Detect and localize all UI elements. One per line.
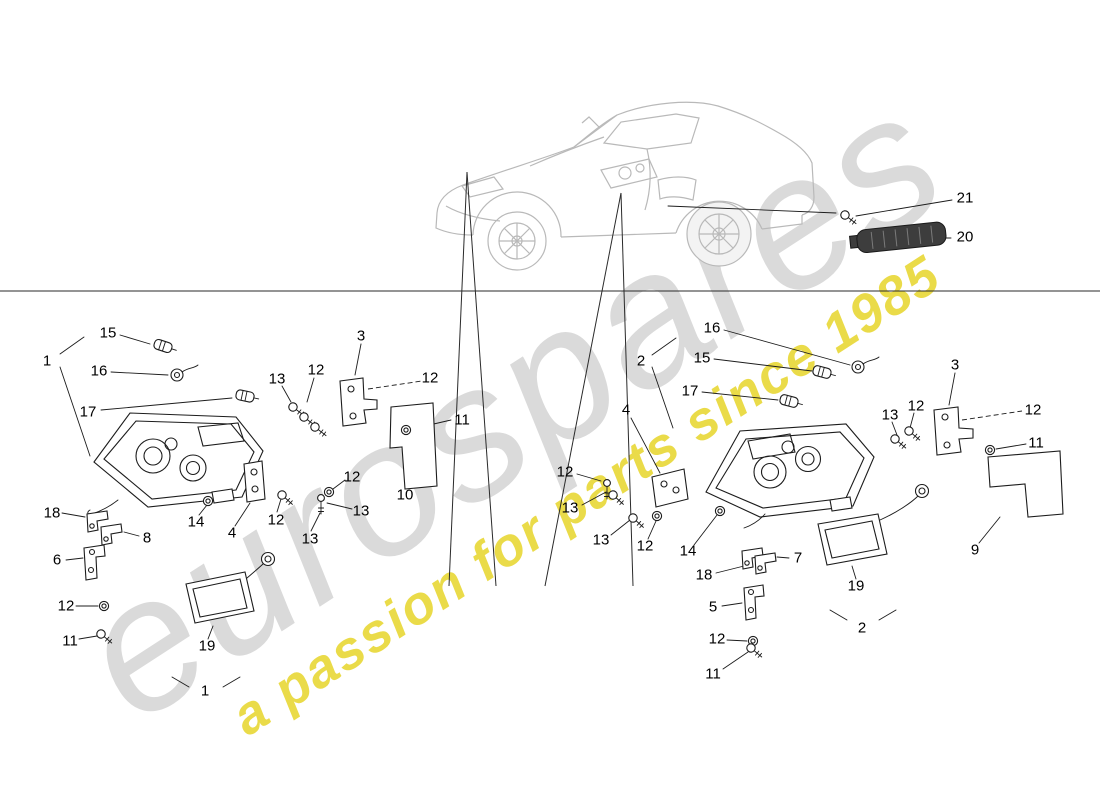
bracket-3-icon [339, 377, 378, 427]
bracket-3-icon [933, 406, 974, 456]
car-outline [435, 101, 815, 271]
washer-12-icon [323, 486, 335, 498]
bracket-5-icon [743, 584, 765, 621]
clip-18-icon [86, 510, 109, 533]
clip-8-icon [100, 523, 123, 546]
control-unit-19-icon [817, 513, 888, 566]
clip-7-icon [754, 552, 777, 575]
left-small-parts [83, 337, 438, 647]
right-leader-lines [576, 329, 1027, 670]
igniter-unit-group [838, 199, 953, 254]
bracket-4-icon [243, 460, 266, 503]
bulb-17-icon [234, 388, 261, 405]
bulb-socket-16-icon [851, 356, 880, 374]
left-headlight-assembly [59, 334, 452, 688]
plate-10-icon [389, 402, 438, 490]
screw-21-icon [838, 208, 860, 228]
pin-13-icon [317, 494, 325, 515]
ignition-control-unit-icon [848, 221, 947, 254]
nut-11-icon [984, 444, 996, 456]
washer-12-icon [98, 600, 110, 612]
grommet-14-icon [202, 495, 214, 507]
screw-12-icon [308, 420, 330, 440]
plate-9-icon [987, 450, 1064, 518]
callout-lines [448, 171, 837, 587]
right-headlight-assembly [576, 329, 1064, 670]
bulb-15-icon [152, 337, 179, 356]
screw-13-icon [626, 511, 647, 532]
screw-13-icon [888, 432, 909, 452]
washer-12-icon [651, 510, 663, 522]
grommet-14-icon [714, 505, 726, 517]
left-headlight-housing-icon [87, 412, 264, 515]
screw-13-icon [606, 488, 627, 509]
bracket-6-icon [83, 544, 106, 581]
screw-11-icon [94, 627, 115, 647]
right-headlight-housing-icon [705, 423, 875, 529]
control-unit-19-icon [185, 571, 255, 624]
right-small-parts [603, 356, 1064, 661]
bulb-socket-16-icon [170, 364, 199, 382]
clip-18-icon [741, 547, 764, 570]
nut-11-icon [400, 424, 412, 436]
left-leader-lines [59, 334, 452, 688]
bulb-15-icon [811, 364, 838, 382]
bracket-4-icon [651, 468, 689, 508]
screw-12-icon [902, 424, 923, 444]
bulb-17-icon [778, 393, 805, 411]
